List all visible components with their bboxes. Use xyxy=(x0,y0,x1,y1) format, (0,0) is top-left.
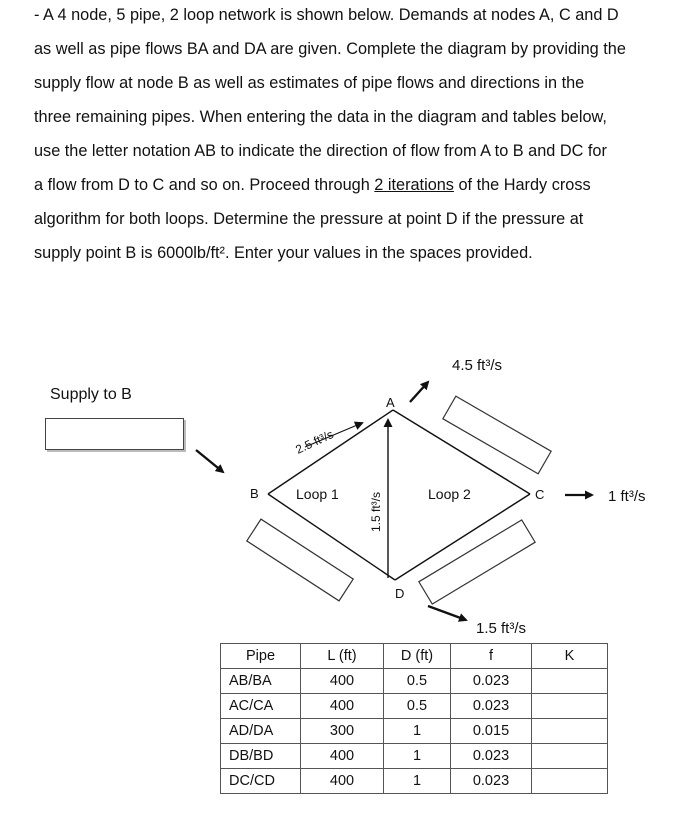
cell-k-input[interactable] xyxy=(531,693,608,719)
pipe-ac xyxy=(392,409,531,495)
problem-line-6-start: a flow from D to C and so on. Proceed th… xyxy=(34,176,370,194)
cell-pipe: DB/BD xyxy=(220,743,301,769)
node-c-label: C xyxy=(535,487,544,502)
problem-line-8: supply point B is 6000lb/ft². Enter your… xyxy=(34,244,533,262)
cell-length: 400 xyxy=(300,743,384,769)
pipe-ab xyxy=(267,409,394,495)
loop-2-label: Loop 2 xyxy=(428,486,471,502)
header-friction: f xyxy=(450,643,532,669)
cell-diameter: 0.5 xyxy=(383,668,451,694)
problem-line-1: - A 4 node, 5 pipe, 2 loop network is sh… xyxy=(34,6,619,24)
flow-ba-arrow xyxy=(304,421,364,448)
flow-c-label: 1 ft³/s xyxy=(608,488,646,505)
problem-line-6-end: of the Hardy cross xyxy=(458,176,591,194)
flow-a-label: 4.5 ft³/s xyxy=(452,357,502,374)
pipe-dc-input[interactable] xyxy=(418,519,536,605)
cell-length: 400 xyxy=(300,693,384,719)
problem-line-2: as well as pipe flows BA and DA are give… xyxy=(34,40,626,58)
pipe-ac-input[interactable] xyxy=(442,395,552,475)
node-d-label: D xyxy=(395,586,404,601)
pipe-table: Pipe L (ft) D (ft) f K AB/BA 400 0.5 0.0… xyxy=(220,643,608,794)
header-pipe: Pipe xyxy=(220,643,301,669)
cell-length: 400 xyxy=(300,768,384,794)
cell-pipe: DC/CD xyxy=(220,768,301,794)
cell-pipe: AB/BA xyxy=(220,668,301,694)
cell-k-input[interactable] xyxy=(531,668,608,694)
cell-friction: 0.023 xyxy=(450,743,532,769)
table-header-row: Pipe L (ft) D (ft) f K xyxy=(220,643,608,669)
cell-k-input[interactable] xyxy=(531,743,608,769)
cell-k-input[interactable] xyxy=(531,718,608,744)
cell-diameter: 1 xyxy=(383,768,451,794)
cell-diameter: 0.5 xyxy=(383,693,451,719)
pipe-bd xyxy=(267,493,396,581)
cell-pipe: AD/DA xyxy=(220,718,301,744)
header-length: L (ft) xyxy=(300,643,384,669)
pipe-bd-input[interactable] xyxy=(245,518,355,602)
demand-d-arrow xyxy=(427,604,468,622)
problem-line-6: a flow from D to C and so on. Proceed th… xyxy=(34,176,591,195)
problem-line-5: use the letter notation AB to indicate t… xyxy=(34,142,607,160)
iterations-emphasis: 2 iterations xyxy=(374,176,454,194)
problem-line-4: three remaining pipes. When entering the… xyxy=(34,108,607,126)
cell-friction: 0.023 xyxy=(450,668,532,694)
problem-line-3: supply flow at node B as well as estimat… xyxy=(34,74,585,92)
cell-friction: 0.023 xyxy=(450,768,532,794)
table-row: DC/CD 400 1 0.023 xyxy=(220,768,608,794)
supply-input-box[interactable] xyxy=(45,418,184,450)
header-diameter: D (ft) xyxy=(383,643,451,669)
supply-label: Supply to B xyxy=(50,386,132,403)
flow-d-label: 1.5 ft³/s xyxy=(476,620,526,637)
node-b-label: B xyxy=(250,486,259,501)
cell-diameter: 1 xyxy=(383,718,451,744)
demand-a-arrow xyxy=(409,380,430,403)
table-row: AD/DA 300 1 0.015 xyxy=(220,718,608,744)
supply-arrow xyxy=(195,449,225,474)
cell-k-input[interactable] xyxy=(531,768,608,794)
node-a-label: A xyxy=(386,395,395,410)
loop-1-label: Loop 1 xyxy=(296,486,339,502)
table-row: DB/BD 400 1 0.023 xyxy=(220,743,608,769)
cell-length: 300 xyxy=(300,718,384,744)
problem-line-7: algorithm for both loops. Determine the … xyxy=(34,210,584,228)
cell-length: 400 xyxy=(300,668,384,694)
cell-friction: 0.015 xyxy=(450,718,532,744)
table-row: AB/BA 400 0.5 0.023 xyxy=(220,668,608,694)
cell-pipe: AC/CA xyxy=(220,693,301,719)
table-row: AC/CA 400 0.5 0.023 xyxy=(220,693,608,719)
cell-friction: 0.023 xyxy=(450,693,532,719)
flow-da-label: 1.5 ft³/s xyxy=(369,492,383,532)
pipe-dc xyxy=(394,493,531,581)
cell-diameter: 1 xyxy=(383,743,451,769)
header-k: K xyxy=(531,643,608,669)
